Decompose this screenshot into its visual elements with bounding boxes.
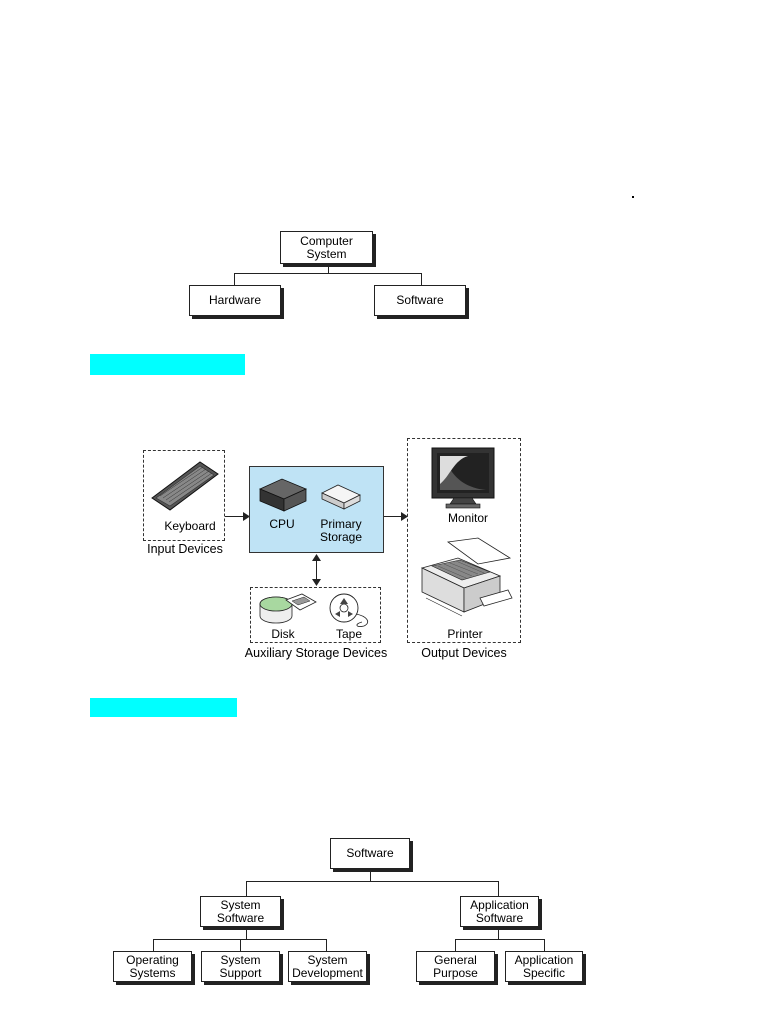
node-system-support: System Support xyxy=(201,951,280,982)
cpu-primary-storage-box xyxy=(249,466,384,553)
node-computer-system: Computer System xyxy=(280,231,373,264)
input-devices-group xyxy=(143,450,225,541)
node-system-development: System Development xyxy=(288,951,367,982)
highlight-bar-1 xyxy=(90,354,245,375)
disk-label: Disk xyxy=(271,627,295,641)
keyboard-label: Keyboard xyxy=(164,519,216,533)
arrow-right-icon xyxy=(243,512,250,521)
node-software-root: Software xyxy=(330,838,410,869)
monitor-label: Monitor xyxy=(447,511,488,525)
node-hardware: Hardware xyxy=(189,285,281,316)
arrow-up-icon xyxy=(312,554,321,561)
primary-storage-label: Primary Storage xyxy=(319,517,363,544)
cpu-label: CPU xyxy=(269,517,295,531)
aux-storage-group xyxy=(250,587,381,643)
tape-label: Tape xyxy=(335,627,363,641)
tape-icon xyxy=(329,593,369,627)
stray-dot xyxy=(632,196,634,198)
primary-storage-icon xyxy=(321,484,361,510)
input-devices-caption: Input Devices xyxy=(147,542,223,556)
highlight-bar-2 xyxy=(90,698,237,717)
output-devices-caption: Output Devices xyxy=(421,646,507,660)
arrow-right-icon xyxy=(401,512,408,521)
output-devices-group xyxy=(407,438,521,643)
printer-label: Printer xyxy=(447,627,483,641)
aux-storage-caption: Auxiliary Storage Devices xyxy=(244,646,388,660)
monitor-icon xyxy=(431,447,495,509)
node-general-purpose: General Purpose xyxy=(416,951,495,982)
node-operating-systems: Operating Systems xyxy=(113,951,192,982)
keyboard-icon xyxy=(151,461,219,511)
node-application-software: Application Software xyxy=(460,896,539,927)
arrow-down-icon xyxy=(312,579,321,586)
disk-icon xyxy=(259,593,317,624)
node-application-specific: Application Specific xyxy=(505,951,583,982)
node-system-software: System Software xyxy=(200,896,281,927)
printer-icon xyxy=(420,537,513,617)
cpu-icon xyxy=(258,478,308,512)
node-software: Software xyxy=(374,285,466,316)
